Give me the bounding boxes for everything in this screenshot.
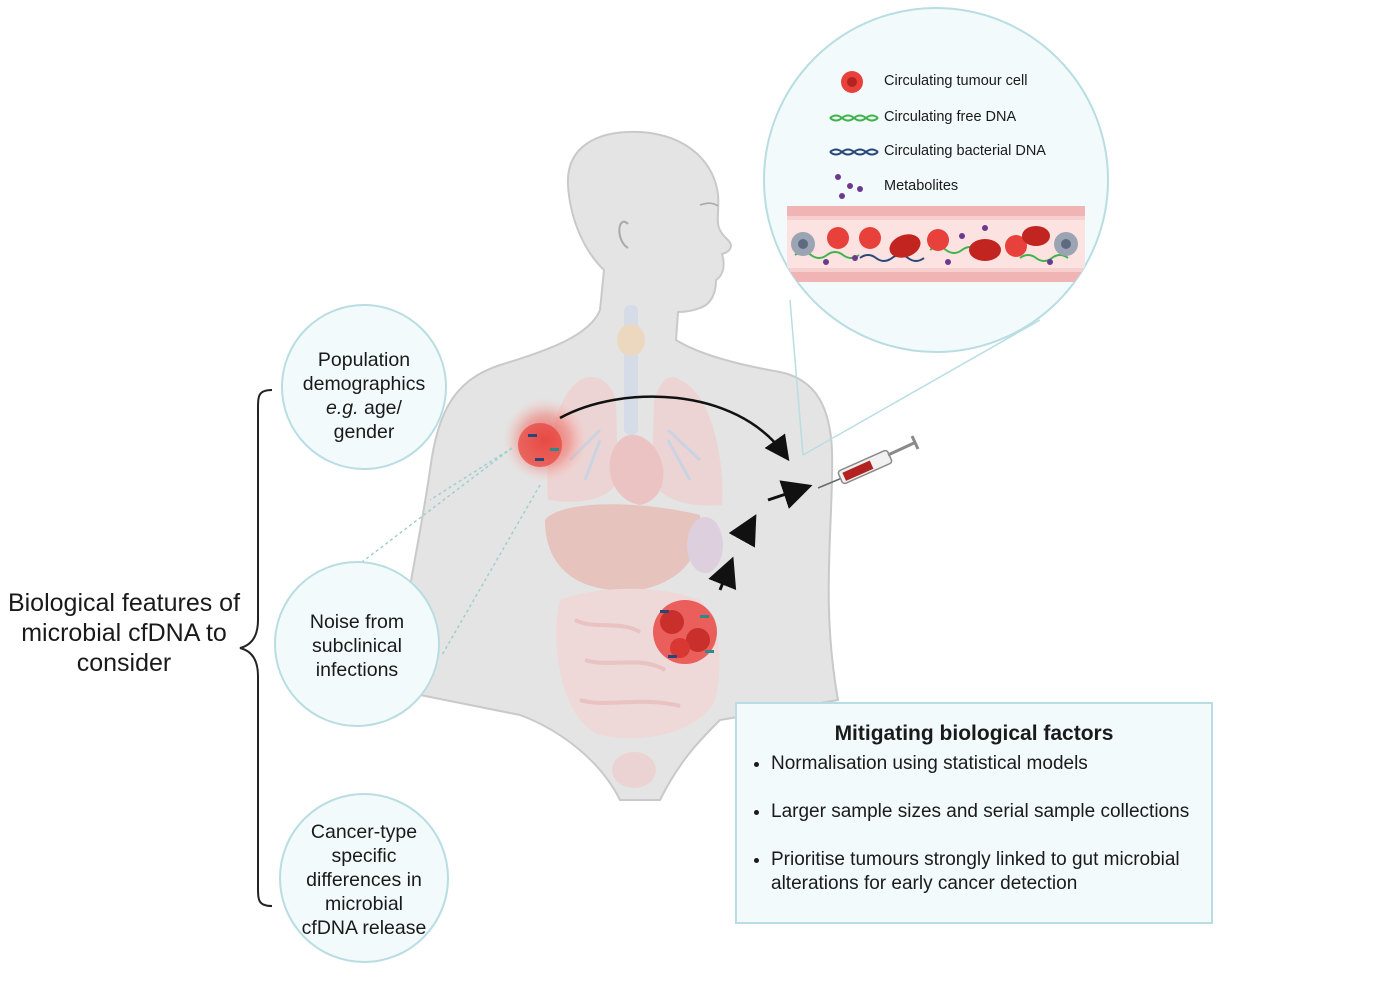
feature-bracket: [239, 389, 273, 907]
mitigation-title: Mitigating biological factors: [834, 722, 1114, 745]
mitigation-bullet: Larger sample sizes and serial sample co…: [771, 800, 1211, 824]
feature-line: e.g. age/: [284, 396, 444, 420]
mitigation-box: Mitigating biological factors Normalisat…: [735, 702, 1213, 924]
feature-line: demographics: [302, 373, 426, 395]
feature-label-cancer-type: Cancer-type specific differences in micr…: [301, 821, 427, 939]
dna-helix-icon: [829, 114, 879, 122]
feature-italic: e.g.: [326, 397, 359, 419]
feature-circle: [279, 793, 449, 963]
mitigation-bullet: Normalisation using statistical models: [771, 752, 1211, 776]
flow-arrow: [767, 480, 813, 509]
feature-circle: [281, 304, 447, 470]
gut-tumour-illustration: [653, 600, 717, 664]
zoom-line: [802, 319, 1041, 456]
feature-label-noise: Noise from subclinical infections: [309, 611, 405, 681]
legend-label-metabolites: Metabolites: [884, 178, 959, 194]
legend-label-free-dna: Circulating free DNA: [884, 109, 1017, 125]
connector-line: [361, 447, 513, 563]
main-title: Biological features of microbial cfDNA t…: [7, 589, 241, 677]
mitigation-bullet: Prioritise tumours strongly linked to gu…: [771, 848, 1211, 896]
feature-circle: [274, 561, 440, 727]
tumour-cell-icon: [841, 71, 863, 93]
metabolites-icon: [835, 174, 863, 199]
feature-label-demographics: Population demographics e.g. age/ gender: [284, 348, 444, 444]
connector-line: [429, 447, 513, 501]
feature-line-rest: age/: [358, 397, 402, 419]
feature-line: Population: [317, 349, 411, 371]
mitigation-list: Normalisation using statistical models L…: [747, 752, 1211, 896]
syringe-icon: [817, 435, 920, 489]
flow-arrow: [708, 556, 737, 591]
flow-arrow: [559, 395, 790, 462]
connector-line: [441, 484, 541, 656]
lung-tumour-illustration: [503, 398, 587, 482]
dna-helix-icon: [829, 148, 879, 156]
legend-label-tumour-cell: Circulating tumour cell: [884, 73, 1028, 89]
zoom-line: [789, 299, 804, 456]
legend-label-bacterial-dna: Circulating bacterial DNA: [884, 143, 1046, 159]
flow-arrow: [728, 514, 757, 548]
blood-vessel-illustration: [787, 206, 1085, 282]
feature-line: gender: [333, 421, 395, 443]
